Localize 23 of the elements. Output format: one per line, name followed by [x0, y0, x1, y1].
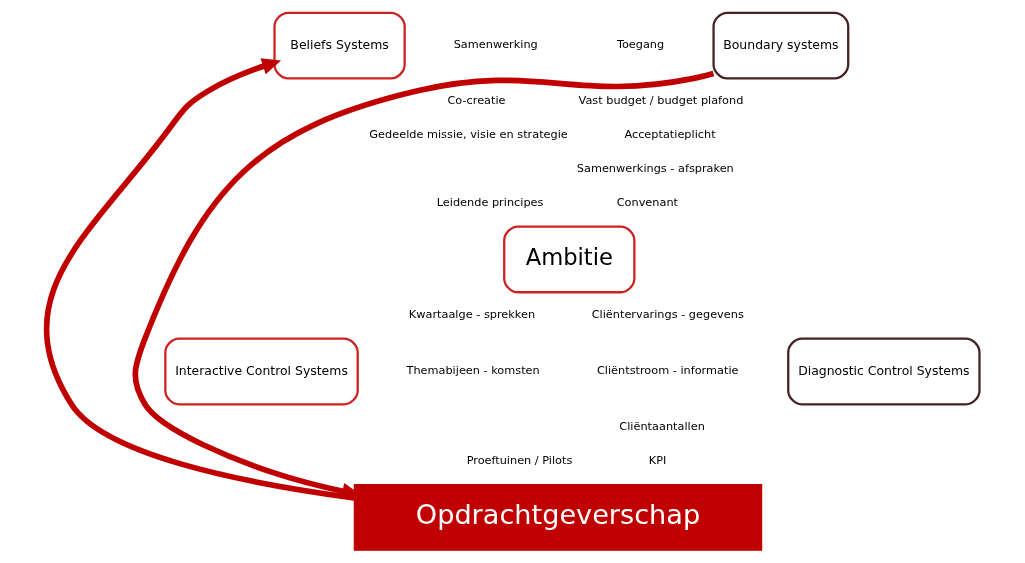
label: Toegang	[616, 38, 664, 52]
arrow	[43, 58, 355, 501]
label: Samenwerking	[453, 38, 538, 52]
node-box: Opdrachtgeverschap	[353, 484, 762, 551]
label: Proeftuinen / Pilots	[466, 454, 572, 468]
label: Leidende principes	[436, 196, 543, 210]
label: Gedeelde missie, visie en strategie	[368, 128, 568, 142]
node-box: Boundary systems	[711, 11, 849, 80]
label: Cliëntaantallen	[618, 420, 705, 434]
label: Samenwerkings - afspraken	[576, 162, 734, 176]
label: Cliëntervarings - gegevens	[591, 308, 744, 322]
label: Kwartaalge - sprekken	[408, 308, 535, 322]
label: Co-creatie	[446, 94, 506, 108]
label: KPI	[648, 454, 666, 468]
label: Convenant	[616, 196, 678, 210]
label: Themabijeen - komsten	[406, 364, 540, 378]
node-box: Beliefs Systems	[272, 11, 406, 80]
label: Acceptatieplicht	[623, 128, 716, 142]
node-box: Diagnostic Control Systems	[786, 337, 981, 406]
label: Vast budget / budget plafond	[578, 94, 743, 108]
node-box: Ambitie	[502, 225, 635, 294]
node-box: Interactive Control Systems	[163, 337, 359, 406]
label: Cliëntstroom - informatie	[596, 364, 739, 378]
